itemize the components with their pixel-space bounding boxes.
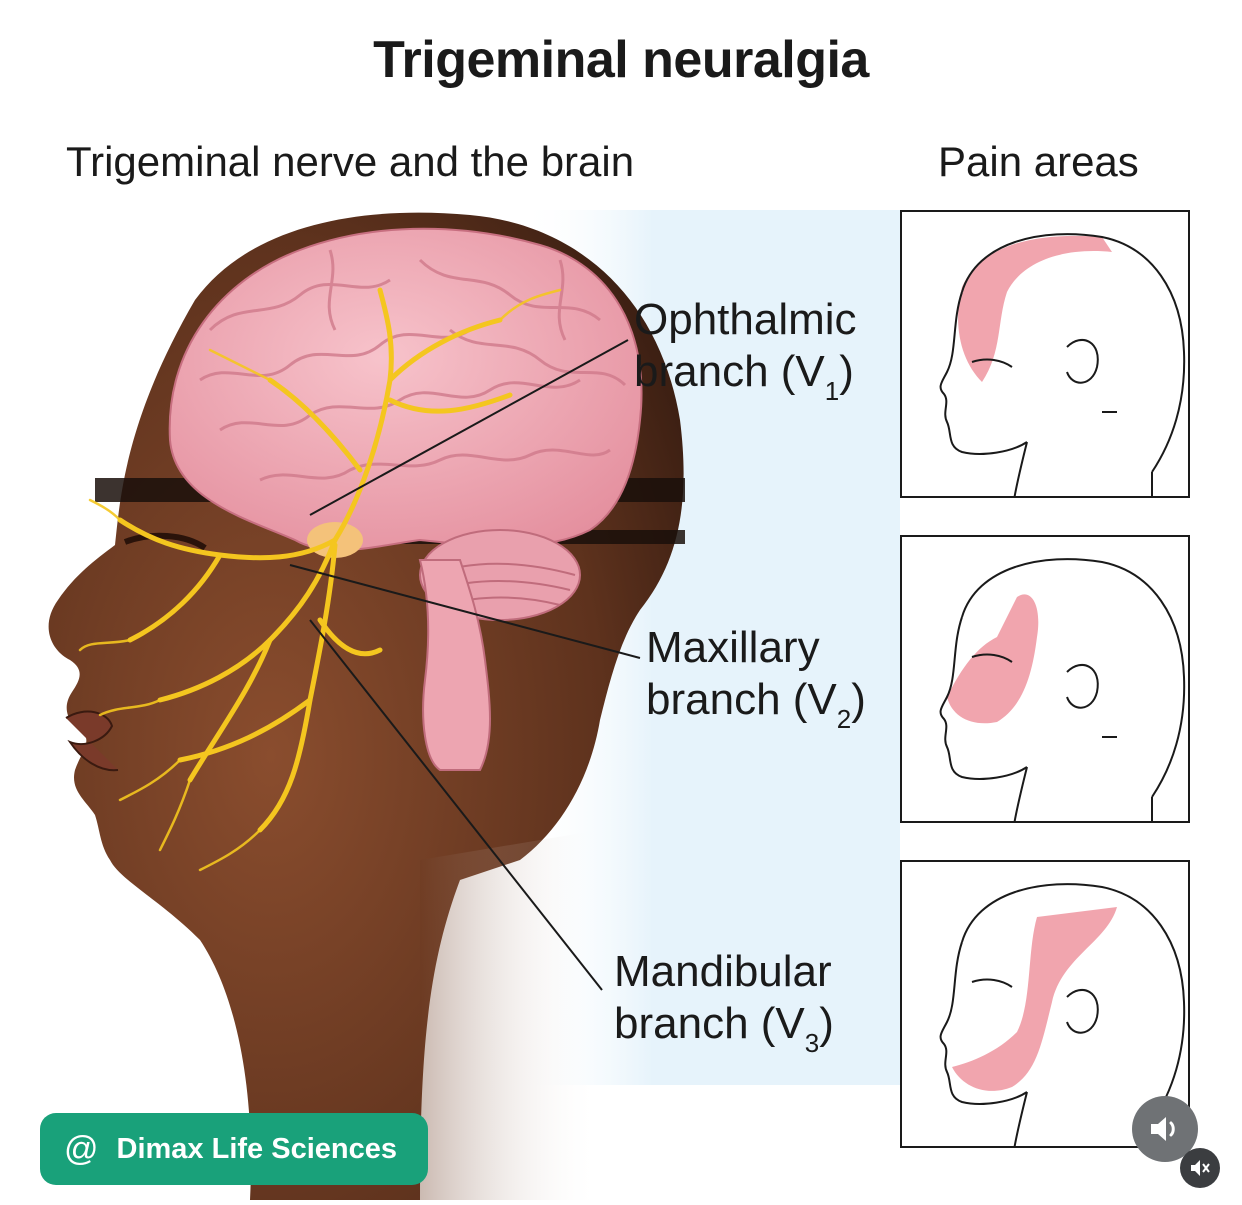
page-title: Trigeminal neuralgia [373,31,869,89]
at-icon: @ [64,1129,99,1168]
label-ophthalmic-name: Ophthalmic [634,295,857,344]
subtitle-pain-areas: Pain areas [938,138,1139,185]
label-ophthalmic-line2: branch (V1) [634,347,854,406]
eyelid [123,532,207,551]
watermark-badge[interactable]: @ Dimax Life Sciences [40,1113,428,1185]
lips [65,710,119,772]
label-ophthalmic: Ophthalmic branch (V1) [634,294,857,406]
mute-icon [1191,1160,1210,1176]
leader-ophthalmic [309,339,629,516]
speaker-icon [1151,1117,1175,1141]
leader-mandibular [309,619,603,991]
nerve-twigs [78,288,562,872]
watermark-text: Dimax Life Sciences [116,1132,397,1165]
label-maxillary: Maxillary branch (V2) [646,622,866,734]
pain-area-ophthalmic [900,210,1190,498]
pain-area-maxillary [900,535,1190,823]
neck-shadow [420,830,600,1200]
label-maxillary-name: Maxillary [646,623,820,672]
label-mandibular-line2: branch (V3) [614,999,834,1058]
label-mandibular-name: Mandibular [614,947,832,996]
brain-folds [199,249,627,482]
pain-area-mandibular [900,860,1190,1148]
leader-maxillary [289,564,641,659]
trigeminal-nerve [117,287,513,833]
label-mandibular: Mandibular branch (V3) [614,946,834,1058]
label-maxillary-line2: branch (V2) [646,675,866,734]
mute-button[interactable] [1180,1148,1220,1188]
subtitle-nerve-brain: Trigeminal nerve and the brain [66,138,635,185]
